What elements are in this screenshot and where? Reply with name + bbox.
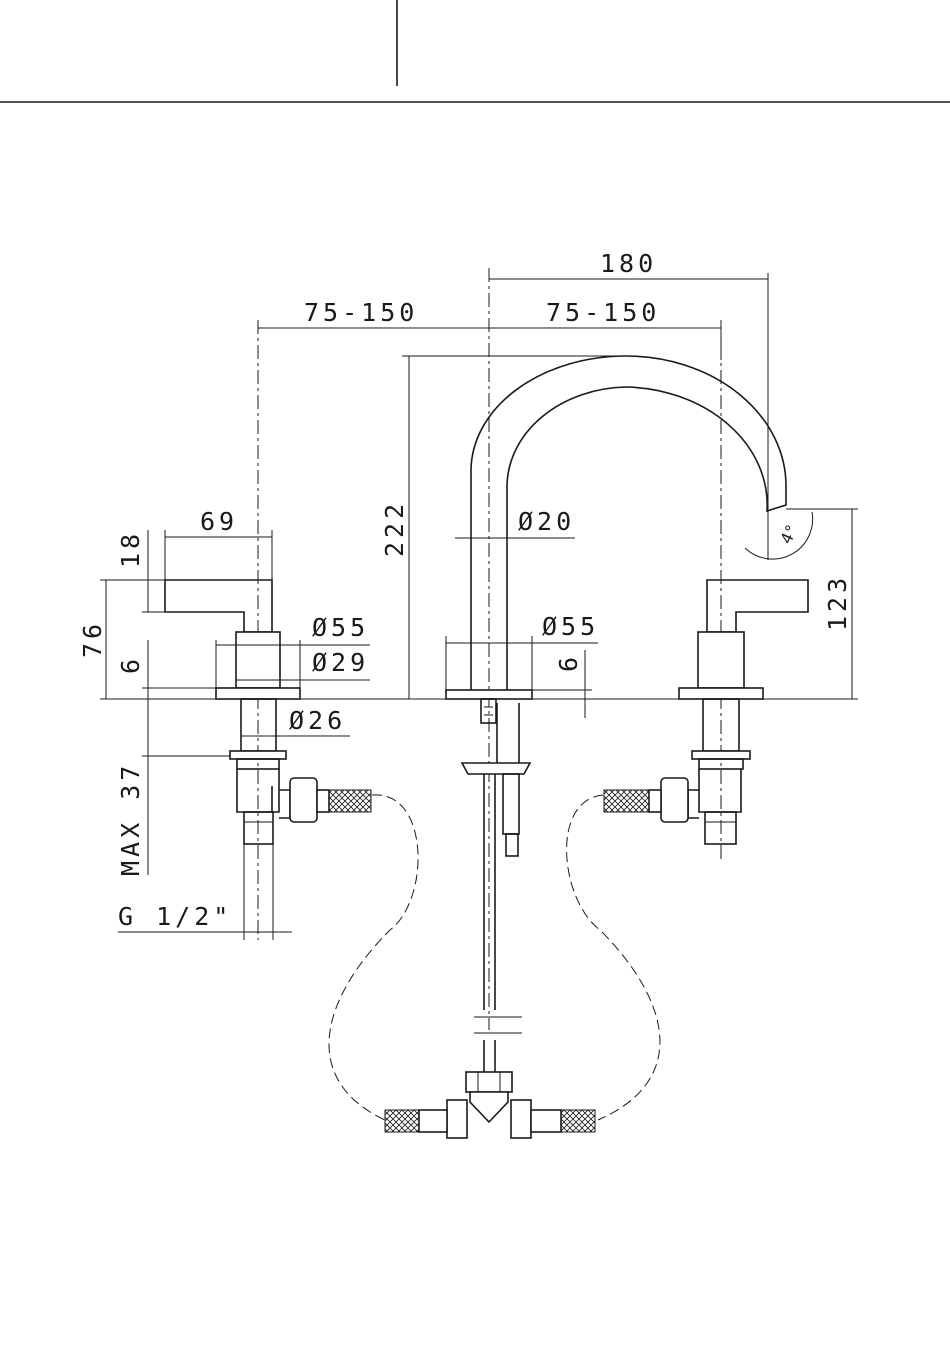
dim-overall-reach: 180 xyxy=(600,249,657,278)
dim-shank-diameter: Ø26 xyxy=(289,706,346,735)
dim-lever-height: 18 xyxy=(116,530,145,568)
page-header-frame xyxy=(0,0,950,102)
dim-left-spacing: 75-150 xyxy=(304,298,418,327)
dim-base-diameter-center: Ø55 xyxy=(542,612,599,641)
dim-flange-left: 6 xyxy=(116,655,145,674)
dim-base-diameter-left: Ø55 xyxy=(312,613,369,642)
dim-body-diameter: Ø29 xyxy=(312,648,369,677)
dim-spout-diameter: Ø20 xyxy=(518,507,575,536)
dim-thread: G 1/2" xyxy=(118,902,232,931)
dim-spout-angle: 4° xyxy=(776,521,801,546)
dim-outlet-height: 123 xyxy=(823,574,852,631)
dim-lever-length: 69 xyxy=(200,507,238,536)
right-handle xyxy=(604,320,808,860)
dim-handle-height: 76 xyxy=(78,620,107,658)
dim-flange-center: 6 xyxy=(554,653,583,672)
dimension-lines xyxy=(100,273,858,940)
dim-right-spacing: 75-150 xyxy=(546,298,660,327)
dim-max-deck: MAX 37 xyxy=(116,762,145,876)
dim-spout-height: 222 xyxy=(380,500,409,557)
